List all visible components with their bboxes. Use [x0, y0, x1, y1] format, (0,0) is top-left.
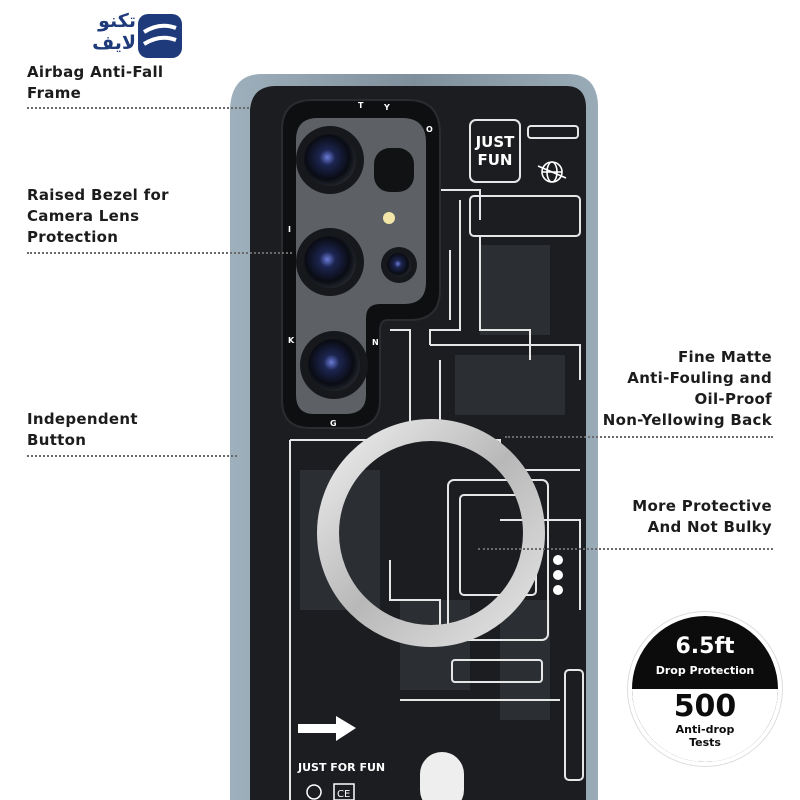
tests-count: 500: [673, 689, 737, 724]
case-brand-line2: FUN: [478, 151, 513, 169]
leader-airbag: [27, 107, 249, 109]
techno-life-logo: تکنو لایف: [12, 8, 210, 62]
airplane-icon: [306, 784, 322, 800]
case-brand-line1: JUST: [475, 133, 516, 151]
svg-text:N: N: [372, 338, 379, 347]
svg-text:K: K: [288, 336, 295, 345]
leader-matte: [505, 436, 773, 438]
globe-icon: [537, 161, 567, 183]
ce-mark-box: [333, 783, 355, 800]
svg-text:G: G: [330, 419, 337, 428]
circuit-dots: [553, 555, 563, 595]
camera-lenses: [296, 126, 417, 399]
ce-mark: CE: [337, 789, 350, 800]
label-fine-matte: Fine Matte Anti-Fouling and Oil-Proof No…: [602, 348, 772, 429]
bottom-pill: [420, 752, 464, 800]
case-footer-text: JUST FOR FUN: [297, 761, 385, 774]
drop-protection-badge: 6.5ft Drop Protection 500 Anti-drop Test…: [628, 612, 782, 766]
logo-text: تکنو لایف: [92, 10, 136, 54]
svg-text:O: O: [426, 125, 433, 134]
lens-ring-letters: T Y O I K N G: [288, 101, 433, 428]
label-more-protective: More Protective And Not Bulky: [632, 497, 772, 536]
magsafe-ring: [317, 419, 545, 647]
drop-label: Drop Protection: [655, 664, 755, 677]
tests-label-2: Tests: [689, 736, 721, 749]
label-airbag-frame: Airbag Anti-Fall Frame: [27, 63, 164, 102]
badge-top: 6.5ft Drop Protection: [632, 616, 778, 689]
leader-protective: [478, 548, 773, 550]
label-raised-bezel: Raised Bezel for Camera Lens Protection: [27, 186, 169, 246]
techno-life-logo-icon: [138, 14, 182, 58]
arrow-icon: [298, 716, 356, 741]
drop-height: 6.5ft: [675, 634, 735, 659]
tests-label-1: Anti-drop: [675, 723, 735, 736]
svg-text:I: I: [288, 225, 291, 234]
svg-text:T: T: [358, 101, 364, 110]
leader-bezel: [27, 252, 292, 254]
svg-text:Y: Y: [383, 103, 390, 112]
label-independent-button: Independent Button: [27, 410, 138, 449]
leader-button: [27, 455, 237, 457]
